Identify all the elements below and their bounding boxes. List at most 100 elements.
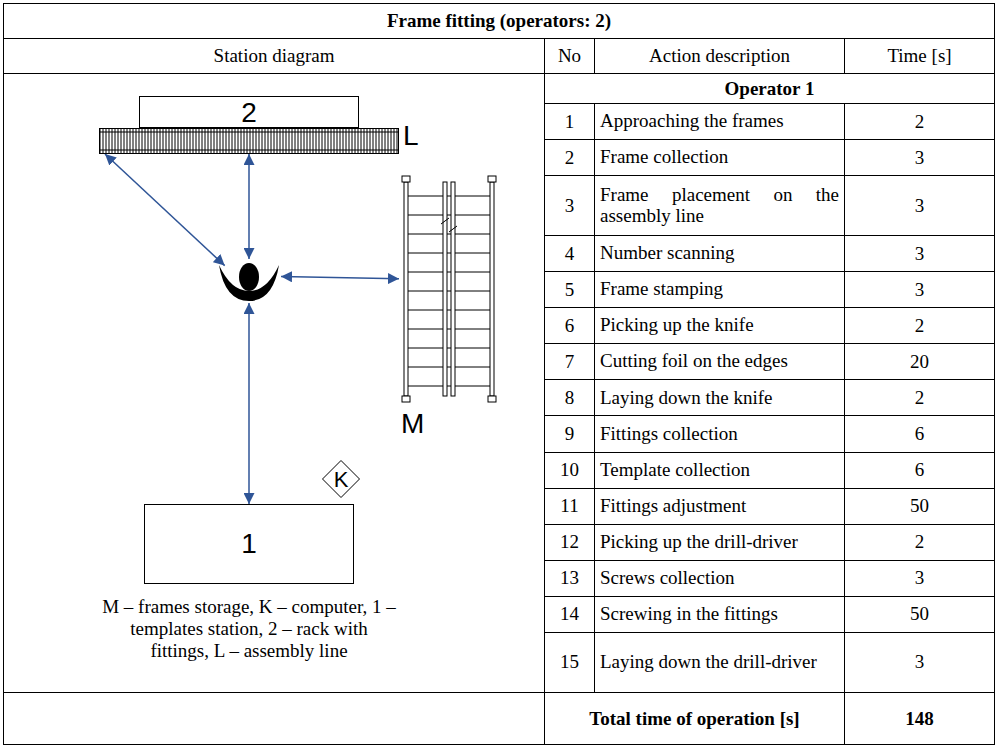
rack-cap (402, 176, 410, 182)
table-cell: Frame fitting (operators: 2) (4, 4, 995, 39)
table-cell: Fittings adjustment (595, 488, 845, 524)
table-title: Frame fitting (operators: 2) (387, 10, 611, 31)
rack-rung (408, 196, 490, 197)
step-time: 3 (915, 279, 925, 300)
table-cell: 2 (845, 308, 995, 344)
action-description: Laying down the drill-driver (600, 651, 817, 672)
connector-arrow (281, 277, 399, 279)
table-cell: 3 (845, 140, 995, 176)
table-cell: Fittings collection (595, 416, 845, 452)
table-cell (4, 693, 545, 745)
table-cell: 3 (845, 176, 995, 236)
box-outline (140, 97, 359, 128)
step-time: 2 (915, 531, 925, 552)
table-cell: 5 (545, 272, 595, 308)
operator-figure-shape (217, 259, 281, 303)
step-number: 9 (565, 423, 575, 444)
table-row: 10 Template collection 6 (4, 452, 995, 488)
step-time: 3 (915, 147, 925, 168)
table-cell: Cutting foil on the edges (595, 344, 845, 380)
action-description: Picking up the drill-driver (600, 531, 798, 552)
action-description: Screws collection (600, 567, 735, 588)
table-row: 3Frame placement on the assembly line3 (4, 176, 995, 236)
table-cell: 6 (845, 452, 995, 488)
table-cell: Picking up the knife (595, 308, 845, 344)
connector-arrow (248, 303, 250, 504)
data-table: Frame fitting (operators: 2) Station diag… (3, 3, 995, 745)
fittings-rack-box: 2 (139, 96, 359, 130)
operator-head (239, 263, 259, 291)
frames-storage-rack-shape (399, 174, 499, 404)
table-cell: 20 (845, 344, 995, 380)
table-row: Total time of operation [s] 148 (4, 693, 995, 745)
action-description: Number scanning (600, 242, 735, 263)
step-time: 2 (915, 315, 925, 336)
table-cell: 11 (545, 488, 595, 524)
table-row: 4Number scanning3 (4, 236, 995, 272)
table-cell: 2 (545, 140, 595, 176)
table-cell: 10 (545, 452, 595, 488)
step-number: 14 (560, 603, 579, 624)
total-value: 148 (905, 708, 934, 729)
table-cell: 14 (545, 596, 595, 632)
step-number: 7 (565, 351, 575, 372)
step-number: 12 (560, 531, 579, 552)
table-cell: Laying down the knife (595, 380, 845, 416)
table-cell: 2 (845, 380, 995, 416)
step-number: 13 (560, 567, 579, 588)
table-cell: Screws collection (595, 560, 845, 596)
column-header: No (558, 45, 581, 66)
action-description: Frame stamping (600, 278, 723, 299)
connector-arrow (105, 154, 225, 266)
line-band (100, 129, 399, 154)
table-cell: Frame collection (595, 140, 845, 176)
rack-rail (451, 182, 455, 396)
rack-rung (408, 234, 490, 235)
table-row: Station diagram No Action description Time … (4, 39, 995, 74)
table-cell: Station diagram (4, 39, 545, 74)
rack-rung (408, 215, 490, 216)
table-cell: 6 (545, 308, 595, 344)
table-cell: Total time of operation [s] (545, 693, 845, 745)
step-number: 10 (560, 459, 579, 480)
assembly-line-shape (99, 128, 399, 154)
line-edge (99, 150, 399, 151)
column-header: Action description (649, 45, 790, 66)
step-number: 15 (560, 651, 579, 672)
column-header: Station diagram (214, 45, 335, 66)
table-cell: 12 (545, 524, 595, 560)
table-cell: Time [s] (845, 39, 995, 74)
table-cell: 148 (845, 693, 995, 745)
computer-diamond: K (322, 460, 360, 498)
rack-rung (408, 310, 490, 311)
step-time: 3 (915, 243, 925, 264)
action-description: Fittings collection (600, 423, 738, 444)
action-description: Template collection (600, 459, 750, 480)
rack-break (441, 218, 457, 232)
rack-rung (408, 367, 490, 368)
rack-rung (408, 291, 490, 292)
action-description: Picking up the knife (600, 314, 754, 335)
table-cell: 8 (545, 380, 595, 416)
table-cell: Number scanning (595, 236, 845, 272)
line-edge (99, 132, 399, 133)
step-number: 8 (565, 387, 575, 408)
table-cell: Frame stamping (595, 272, 845, 308)
table-cell: Screwing in the fittings (595, 596, 845, 632)
rack-rail (443, 182, 447, 396)
table-cell: Frame placement on the assembly line (595, 176, 845, 236)
action-description: Screwing in the fittings (600, 603, 778, 624)
step-number: 5 (565, 279, 575, 300)
step-number: 2 (565, 147, 575, 168)
rack-rung (408, 348, 490, 349)
step-time: 2 (915, 387, 925, 408)
table-cell: Approaching the frames (595, 104, 845, 140)
assembly-line: L (99, 128, 399, 154)
step-number: 3 (565, 195, 575, 216)
table-row: 5 Frame stamping 3 (4, 272, 995, 308)
node-label: 2 (241, 99, 257, 127)
rack-rung (408, 329, 490, 330)
operator-heading: Operator 1 (725, 78, 815, 99)
table-row: 9Fittings collection6 (4, 416, 995, 452)
table-cell: Laying down the drill-driver (595, 632, 845, 692)
